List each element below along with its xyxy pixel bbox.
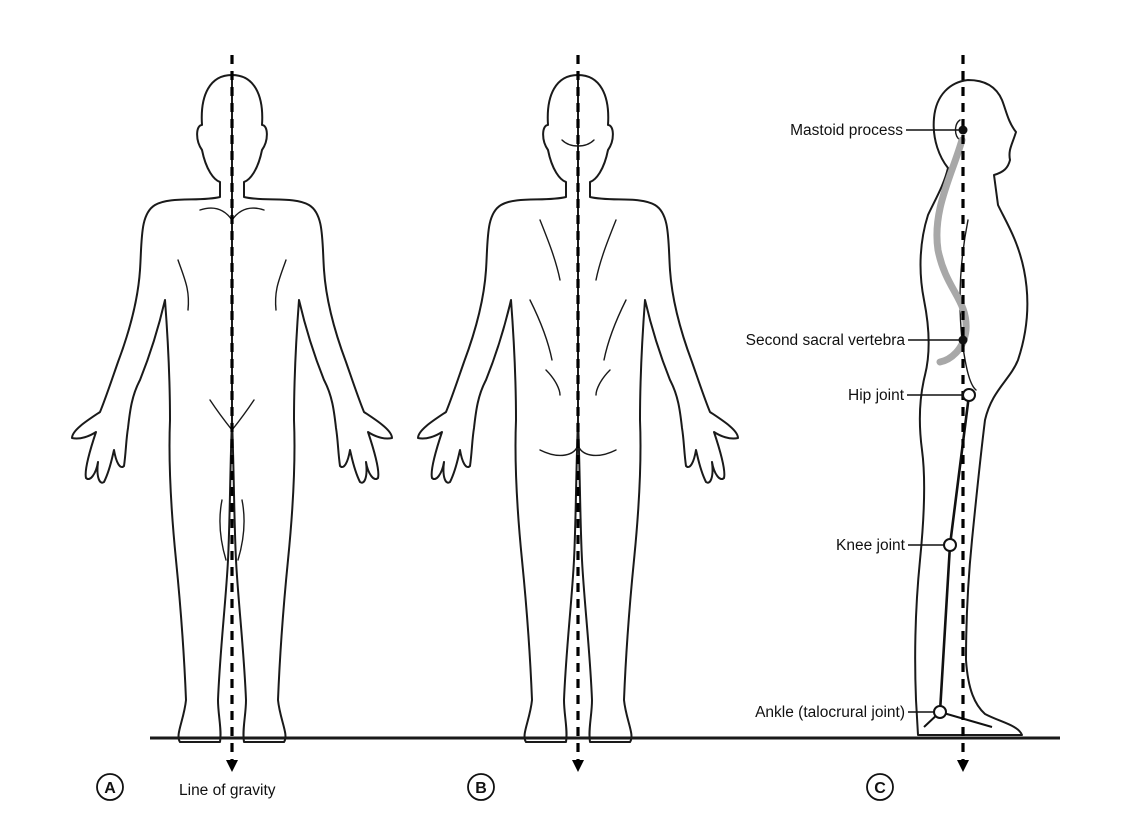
- panel-letter-c: C: [866, 773, 894, 801]
- svg-text:C: C: [874, 780, 886, 797]
- leg-segment-line: [938, 394, 971, 713]
- ankle-joint-marker: [933, 705, 947, 719]
- svg-text:A: A: [104, 780, 116, 797]
- figure-anterior-view: [71, 74, 393, 743]
- gravity-caption: Line of gravity: [179, 782, 276, 799]
- spine-curve: [933, 136, 970, 366]
- gravity-arrow-a: [226, 760, 238, 772]
- mastoid-label: Mastoid process: [790, 122, 903, 139]
- gravity-arrow-b: [572, 760, 584, 772]
- sacral-point: [958, 335, 968, 345]
- panel-letter-a: A: [96, 773, 124, 801]
- hip-label: Hip joint: [848, 387, 905, 404]
- ankle-label: Ankle (talocrural joint): [755, 704, 905, 721]
- svg-text:B: B: [475, 780, 487, 797]
- gravity-arrow-c: [957, 760, 969, 772]
- figure-posterior-view: [417, 74, 739, 743]
- panel-letter-b: B: [467, 773, 495, 801]
- hip-joint-marker: [962, 388, 976, 402]
- foot-line-heel: [939, 711, 993, 728]
- sacral-label: Second sacral vertebra: [746, 332, 906, 349]
- knee-label: Knee joint: [836, 537, 906, 554]
- knee-joint-marker: [943, 538, 957, 552]
- figure-lateral-view: [914, 79, 1029, 736]
- mastoid-point: [958, 125, 968, 135]
